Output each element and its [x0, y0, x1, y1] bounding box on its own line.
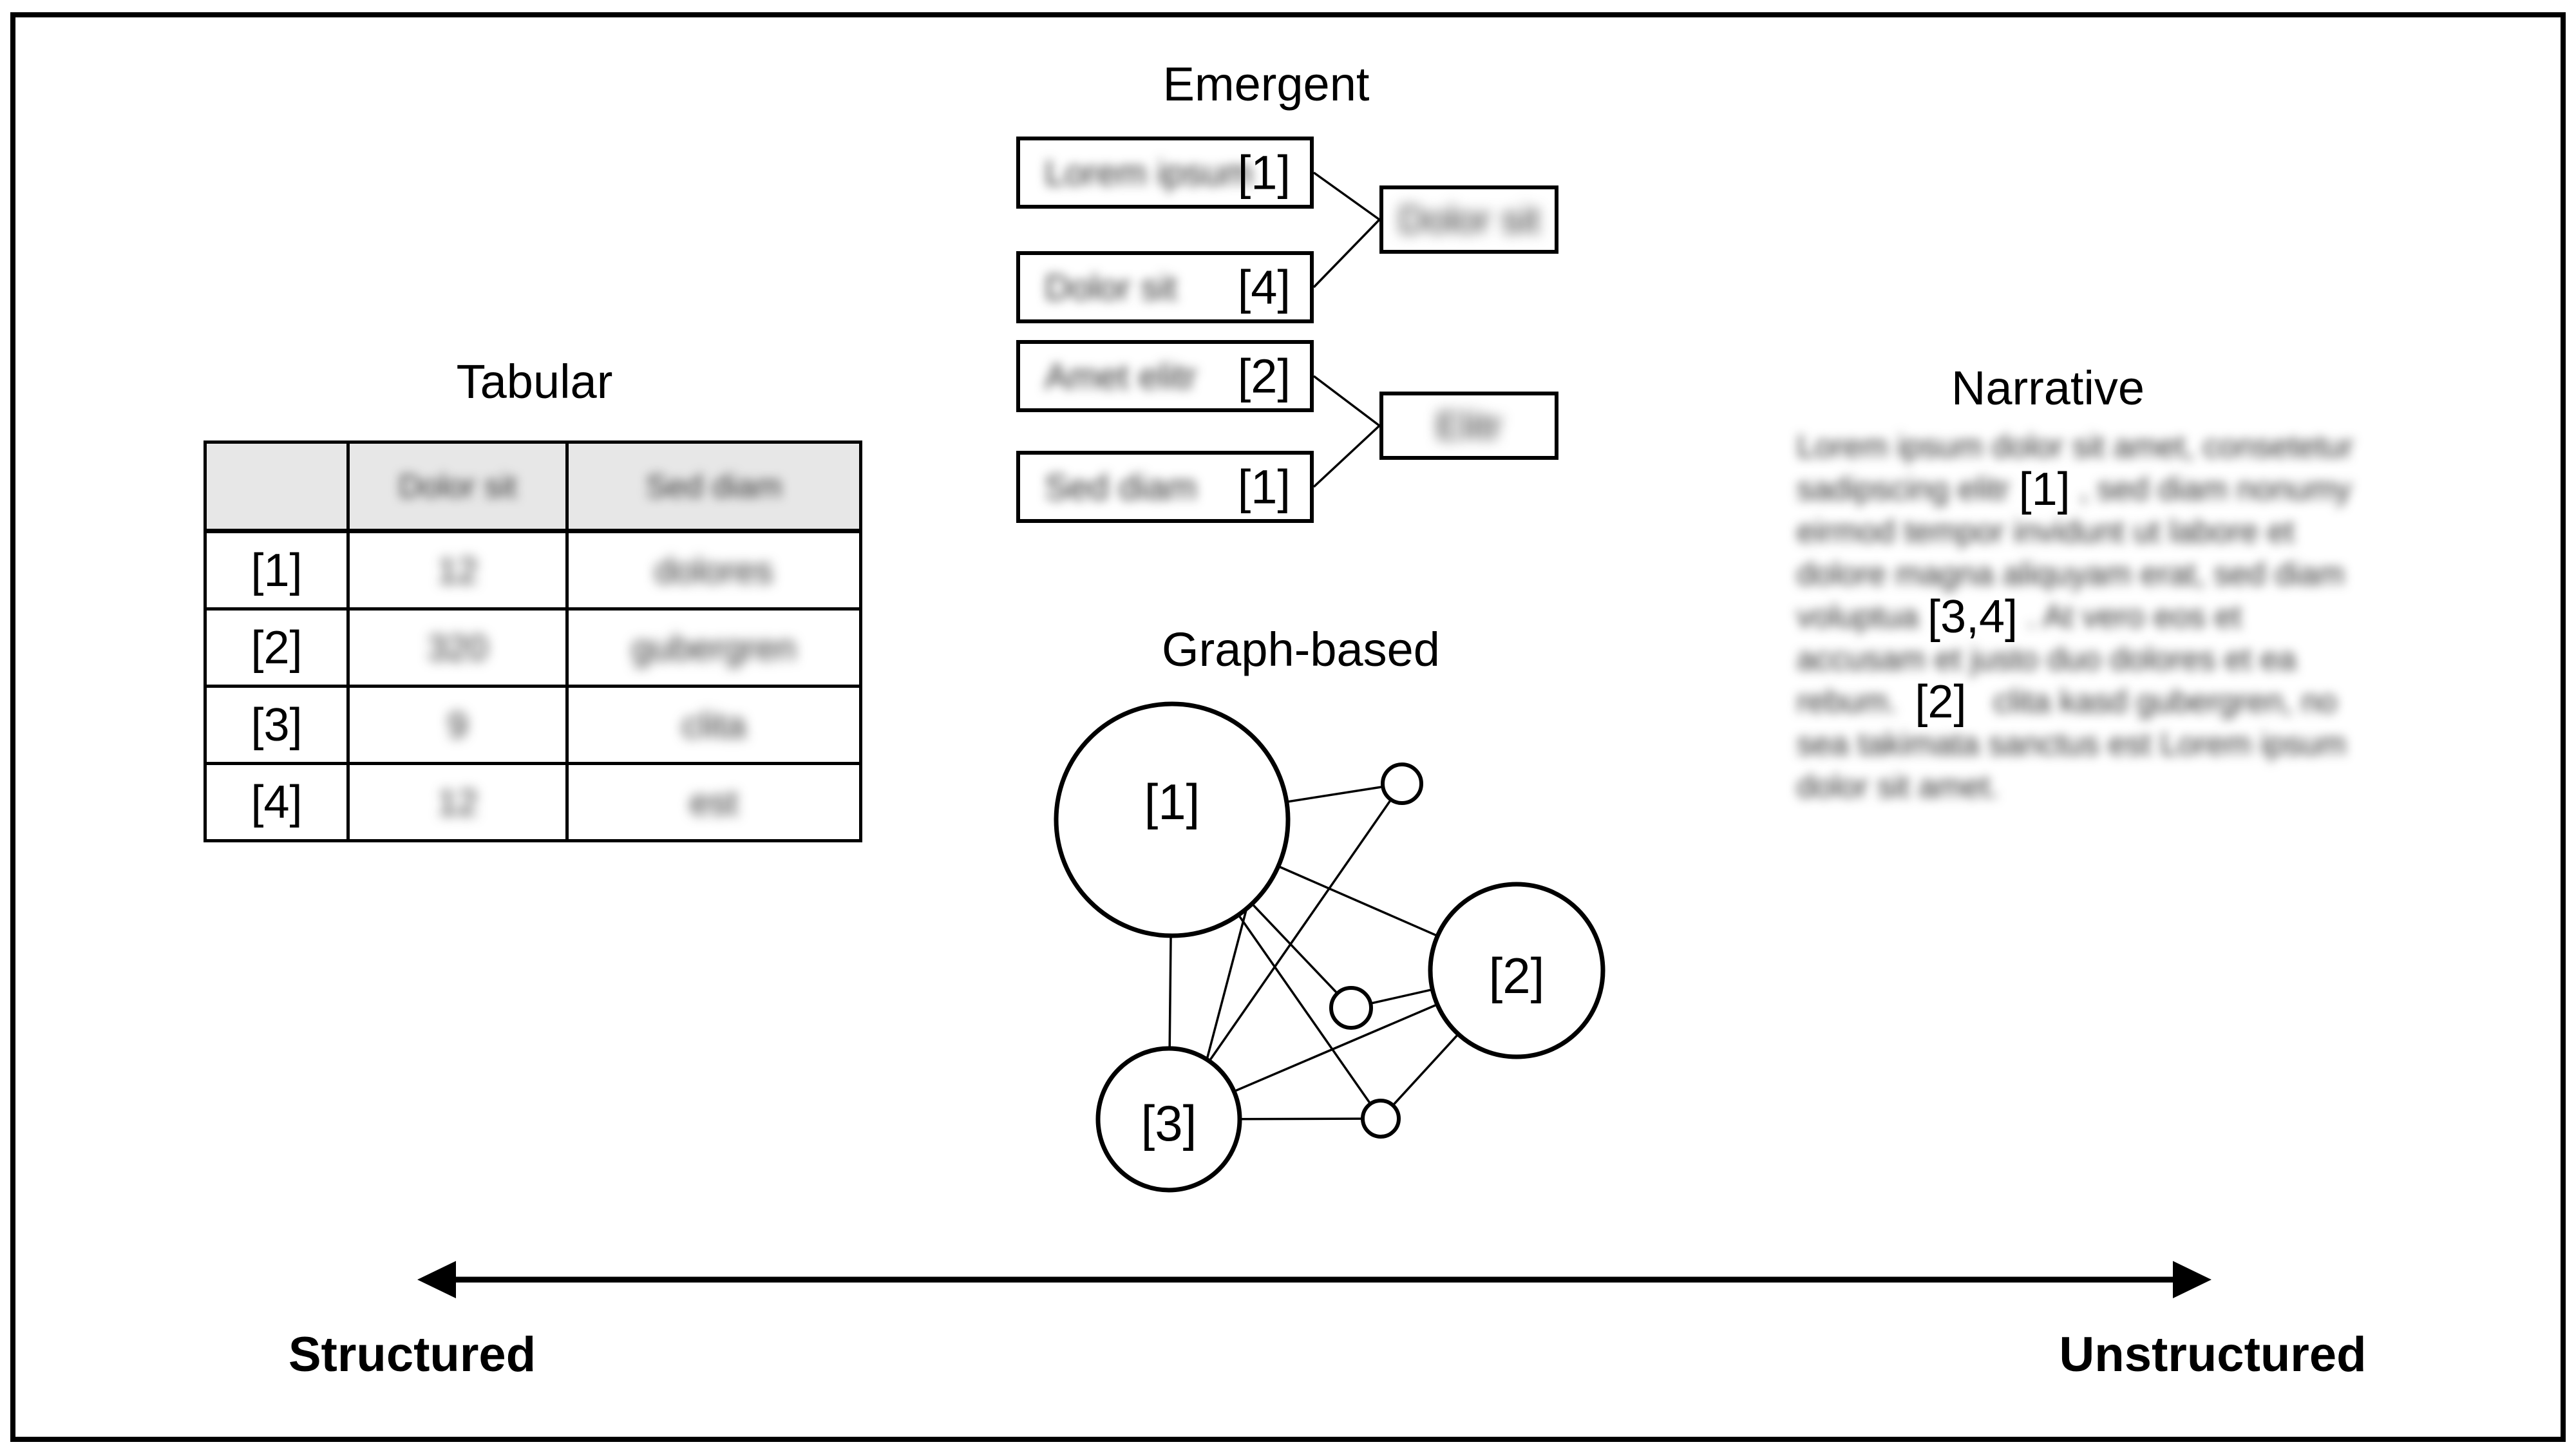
narrative-line: dolor sit amet. [1797, 768, 2415, 810]
cell-value: 12 [437, 550, 478, 591]
emergent-source-box: Sed diam [1] [1016, 451, 1314, 523]
row-citation-label: [1] [204, 529, 350, 611]
table-cell: 9 [346, 685, 569, 765]
cell-value: 12 [437, 782, 478, 822]
emergent-source-citation: [4] [1237, 260, 1291, 314]
tabular-column-header: Sed diam [565, 440, 862, 533]
emergent-source-box: Dolor sit [4] [1016, 251, 1314, 323]
emergent-source-label: Amet elitr [1045, 355, 1197, 397]
emergent-cluster-label: Elitr [1435, 404, 1502, 448]
tabular-column-header [204, 440, 350, 533]
table-cell: 12 [346, 529, 569, 611]
tabular-table-header: Dolor sit Sed diam [204, 440, 862, 533]
tabular-column-header-label: Sed diam [645, 468, 782, 504]
narrative-text-fragment: sadipscing elitr [1797, 471, 2019, 507]
emergent-cluster-label: Dolor sit [1397, 198, 1540, 242]
narrative-line: voluptua [3,4] . At vero eos et [1797, 594, 2415, 640]
tabular-header-row: Dolor sit Sed diam [204, 440, 862, 533]
emergent-source-label: Sed diam [1045, 466, 1197, 507]
narrative-line: eirmod tempor invidunt ut labore et [1797, 513, 2415, 555]
cell-value: clita [681, 705, 746, 745]
emergent-source-label: Lorem ipsum [1045, 152, 1253, 193]
narrative-citation: [2] [1915, 676, 1967, 728]
emergent-source-label: Dolor sit [1045, 267, 1177, 308]
tabular-table: Dolor sit Sed diam [1] 12 dolores [2] 320 gube… [204, 440, 862, 842]
narrative-text-fragment: . At vero eos et [2018, 598, 2242, 634]
emergent-source-citation: [1] [1237, 460, 1291, 514]
cell-value: 320 [427, 627, 488, 668]
table-row: [1] 12 dolores [204, 529, 862, 611]
table-cell: clita [565, 685, 862, 765]
narrative-text-fragment: sea takimata sanctus est Lorem ipsum [1797, 726, 2347, 762]
table-row: [2] 320 gubergren [204, 607, 862, 688]
emergent-cluster-box: Elitr [1379, 392, 1558, 460]
narrative-line: rebum. [2] clita kasd gubergren, no [1797, 679, 2415, 725]
tabular-table-body: [1] 12 dolores [2] 320 gubergren [3] 9 clita [4] 1… [204, 529, 862, 842]
figure-border [10, 12, 2566, 1442]
spectrum-structured-label: Structured [288, 1327, 536, 1382]
spectrum-unstructured-label: Unstructured [2059, 1327, 2367, 1382]
narrative-section-title: Narrative [1951, 361, 2145, 415]
graph-section-title: Graph-based [1162, 623, 1440, 676]
narrative-text-fragment: dolore magna aliquyam erat, sed diam [1797, 556, 2345, 592]
row-citation-label: [2] [204, 607, 350, 688]
emergent-source-box: Lorem ipsum[1] [1016, 137, 1314, 209]
table-row: [3] 9 clita [204, 685, 862, 765]
cell-value: 9 [447, 705, 468, 745]
cell-value: gubergren [631, 627, 797, 668]
row-citation-label: [4] [204, 762, 350, 842]
narrative-citation: [3,4] [1927, 591, 2018, 643]
emergent-source-citation: [1] [1237, 146, 1291, 200]
emergent-source-box: Amet elitr [2] [1016, 340, 1314, 412]
narrative-line: Lorem ipsum dolor sit amet, consetetur [1797, 428, 2415, 470]
narrative-text-fragment: accusam et justo duo dolores et ea [1797, 641, 2297, 677]
narrative-text-fragment: dolor sit amet. [1797, 768, 2000, 804]
narrative-line: sadipscing elitr [1] , sed diam nonumy [1797, 466, 2415, 513]
cell-value: dolores [654, 550, 773, 591]
narrative-citation: [1] [2018, 464, 2070, 515]
narrative-text-fragment: voluptua [1797, 598, 1927, 634]
narrative-text-fragment: clita kasd gubergren, no [1966, 683, 2337, 719]
table-cell: dolores [565, 529, 862, 611]
table-cell: 320 [346, 607, 569, 688]
narrative-text-fragment: rebum. [1797, 683, 1915, 719]
tabular-column-header-label: Dolor sit [398, 468, 517, 504]
narrative-text-fragment: Lorem ipsum dolor sit amet, consetetur [1797, 428, 2354, 464]
tabular-column-header: Dolor sit [346, 440, 569, 533]
narrative-line: dolore magna aliquyam erat, sed diam [1797, 555, 2415, 598]
table-row: [4] 12 est [204, 762, 862, 842]
narrative-text-fragment: eirmod tempor invidunt ut labore et [1797, 513, 2295, 549]
table-cell: 12 [346, 762, 569, 842]
tabular-section-title: Tabular [456, 355, 613, 408]
table-cell: gubergren [565, 607, 862, 688]
emergent-cluster-box: Dolor sit [1379, 185, 1558, 254]
emergent-section-title: Emergent [1162, 57, 1370, 111]
narrative-text-fragment: , sed diam nonumy [2070, 471, 2351, 507]
narrative-line: accusam et justo duo dolores et ea [1797, 640, 2415, 683]
narrative-line: sea takimata sanctus est Lorem ipsum [1797, 725, 2415, 768]
cell-value: est [690, 782, 738, 822]
row-citation-label: [3] [204, 685, 350, 765]
emergent-source-citation: [2] [1237, 349, 1291, 403]
table-cell: est [565, 762, 862, 842]
